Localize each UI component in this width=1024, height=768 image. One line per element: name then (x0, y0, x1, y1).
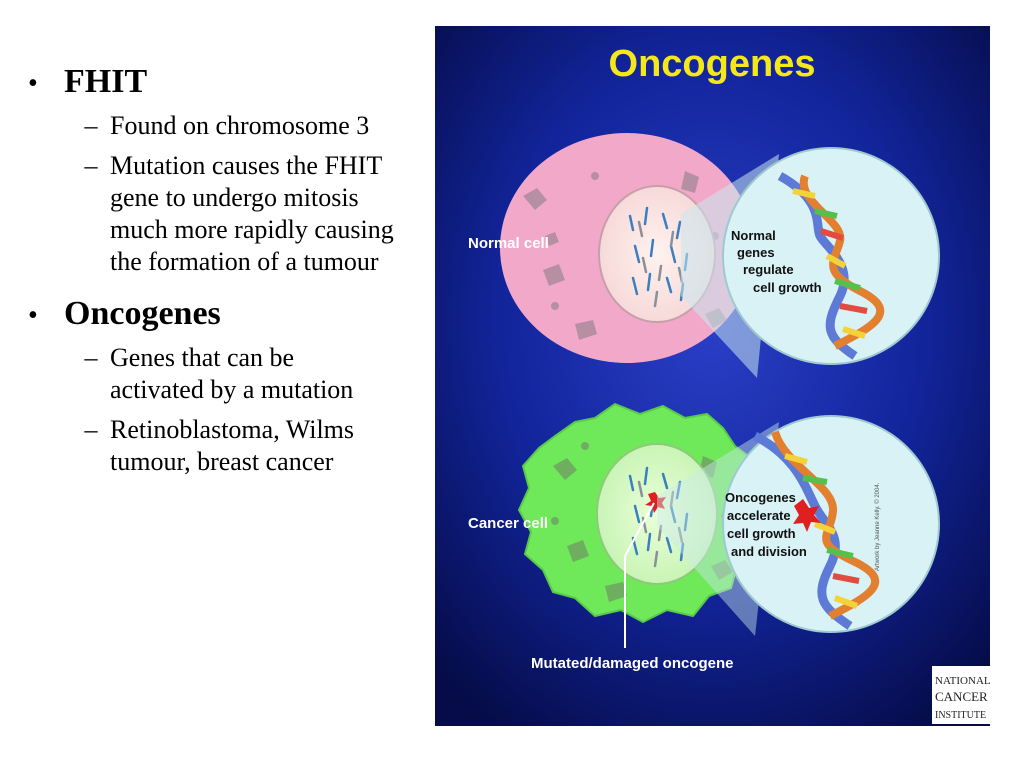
bullet-marker: • (28, 68, 38, 99)
bullet-marker: • (28, 300, 38, 331)
normal-callout-line: Normal (731, 228, 776, 243)
normal-callout: Normal genes regulate cell growth (722, 147, 940, 365)
figure-background (435, 26, 990, 726)
cancer-callout-line: Oncogenes (725, 490, 796, 505)
sub-bullet: – Found on chromosome 3 (72, 110, 428, 142)
normal-cell-label: Normal cell (468, 235, 549, 252)
sub-bullet: – Genes that can be activated by a mutat… (72, 342, 428, 406)
sub-bullet-marker: – (84, 151, 98, 180)
bullet-fhit: • FHIT (28, 62, 428, 102)
normal-callout-line: cell growth (753, 280, 822, 295)
sub-bullet-text: Mutation causes the FHIT gene to undergo… (110, 151, 394, 276)
bullet-oncogenes: • Oncogenes (28, 294, 428, 334)
cancer-cell-label: Cancer cell (468, 515, 548, 532)
bullet-heading: Oncogenes (64, 295, 221, 332)
logo-line: INSTITUTE (935, 710, 986, 721)
mutation-marker (645, 492, 666, 513)
sub-bullet-text: Genes that can be activated by a mutatio… (110, 343, 354, 404)
sub-bullet-marker: – (84, 415, 98, 444)
logo-line: NATIONAL (935, 675, 990, 687)
mutation-label: Mutated/damaged oncogene (531, 655, 734, 672)
sub-bullet-marker: – (84, 343, 98, 372)
cancer-callout-line: cell growth (727, 526, 796, 541)
nci-logo: NATIONAL CANCER INSTITUTE (932, 666, 990, 724)
cancer-callout-line: and division (731, 544, 807, 559)
mutation-pointer (624, 502, 655, 648)
sub-bullet-text: Found on chromosome 3 (110, 111, 370, 140)
sub-bullet: – Retinoblastoma, Wilms tumour, breast c… (72, 414, 428, 478)
sub-bullet-marker: – (84, 111, 98, 140)
cancer-callout-line: accelerate (727, 508, 791, 523)
cancer-cell (517, 402, 759, 624)
oncogenes-figure: Oncogenes (435, 26, 990, 726)
logo-line: CANCER (935, 689, 988, 704)
sub-bullet-text: Retinoblastoma, Wilms tumour, breast can… (110, 415, 355, 476)
oncogenes-diagram: Oncogenes (435, 26, 990, 726)
cancer-callout: Oncogenes accelerate cell growth and div… (722, 415, 940, 633)
normal-callout-line: genes (737, 245, 775, 260)
sub-bullet: – Mutation causes the FHIT gene to under… (72, 150, 428, 278)
figure-title: Oncogenes (609, 43, 816, 85)
mutation-burst (793, 499, 821, 532)
bullet-list: • FHIT – Found on chromosome 3 – Mutatio… (28, 52, 428, 478)
artwork-credit: Artwork by Jeanne Kelly. © 2004. (874, 482, 881, 571)
bullet-heading: FHIT (64, 63, 148, 100)
normal-callout-line: regulate (743, 262, 794, 277)
